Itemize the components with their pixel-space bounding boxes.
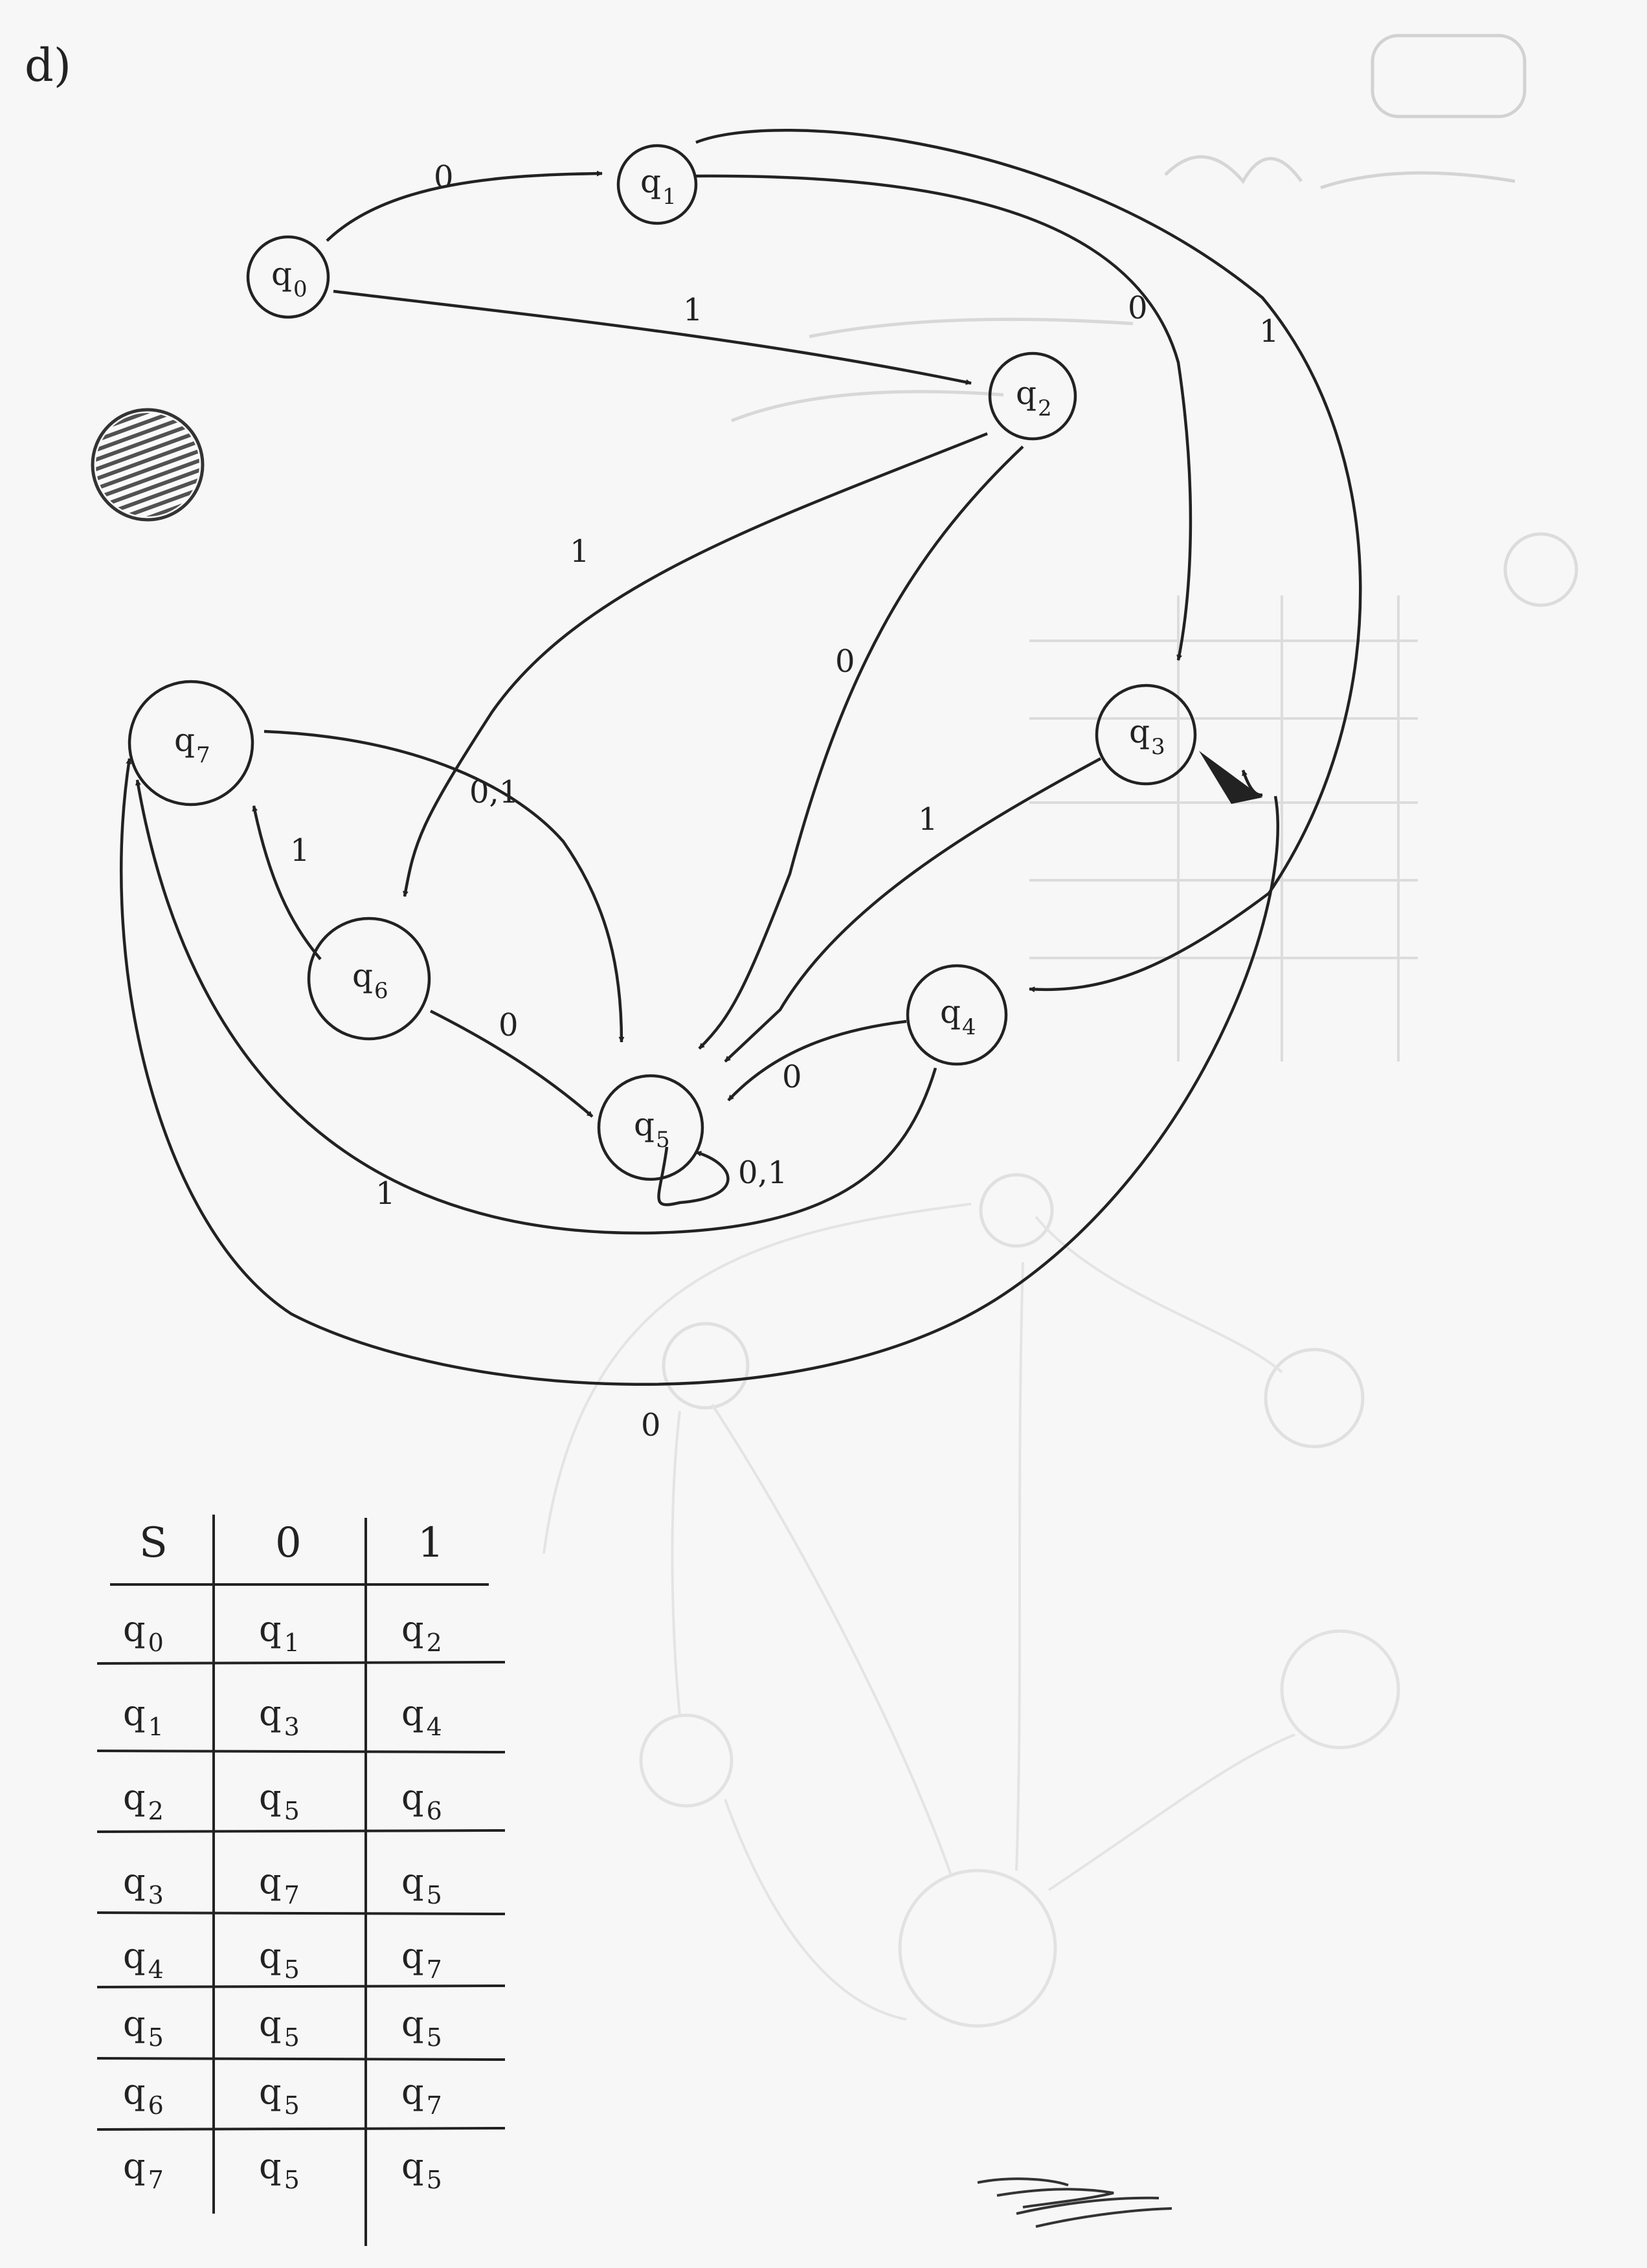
- state-q6: q6: [307, 917, 431, 1041]
- bleed-through-marks: [543, 34, 1578, 2028]
- state-label-q0: q0: [271, 255, 308, 302]
- edge-label-q2-q6: 1: [570, 533, 590, 570]
- state-label-q6: q6: [352, 957, 388, 1004]
- edge-q0-q1: [326, 170, 603, 242]
- state-circle-q2: [988, 351, 1077, 441]
- edge-q3-q7: [120, 758, 1279, 1386]
- state-circle-q5: [597, 1074, 704, 1181]
- edge-label-q4-q7: 1: [375, 1175, 396, 1212]
- table-row-rule: [96, 2057, 506, 2061]
- edge-q0-q2: [333, 289, 972, 385]
- part-label: d): [25, 39, 71, 92]
- state-circle-q1: [616, 144, 698, 225]
- edge-label-q2-q5: 0: [835, 643, 855, 680]
- edge-label-q7-q5: 0,1: [469, 774, 519, 810]
- edge-label-q4-q5: 0: [782, 1059, 802, 1095]
- state-q4: q4: [906, 964, 1008, 1066]
- state-label-q4: q4: [940, 993, 976, 1040]
- edge-label-q0-q2: 1: [683, 292, 703, 328]
- state-label-q7: q7: [174, 721, 210, 768]
- table-row-rule: [96, 2127, 506, 2131]
- table-row-rule: [96, 1984, 506, 1988]
- edge-label-q5-q5: 0,1: [738, 1155, 787, 1191]
- table-header-2: 1: [418, 1519, 444, 1567]
- edge-q3-q5: [724, 757, 1102, 1063]
- table-row-rule: [96, 1829, 506, 1833]
- state-label-q2: q2: [1016, 374, 1052, 421]
- table-header-1: 0: [275, 1519, 302, 1567]
- signature-scribble: [977, 2177, 1172, 2228]
- edge-q6-q5: [429, 1009, 594, 1118]
- edge-label-q6-q5: 0: [499, 1007, 519, 1043]
- state-q7: q7: [128, 680, 254, 806]
- edge-q4-q5: [727, 1019, 907, 1102]
- q3-heavy-arrowhead: [1199, 751, 1262, 804]
- edge-q1-q3: [695, 174, 1193, 661]
- edge-label-q3-q5: 1: [918, 801, 938, 838]
- transition-table: [96, 1515, 506, 2246]
- state-circle-q4: [906, 964, 1008, 1066]
- state-circle-q6: [307, 917, 431, 1041]
- state-q1: q1: [616, 144, 698, 225]
- transition-edges: [120, 129, 1362, 1386]
- state-q5: q5: [597, 1074, 704, 1181]
- edge-q4-q7: [135, 779, 937, 1235]
- edge-q5-loop: [657, 1146, 730, 1206]
- state-label-q5: q5: [634, 1106, 670, 1153]
- edge-label-q3-q7: 0: [641, 1407, 661, 1443]
- table-row-rule: [96, 1661, 506, 1665]
- table-header-0: S: [139, 1519, 168, 1567]
- hatched-ball-doodle: [91, 408, 205, 522]
- edge-labels: 0 1 0 1 0 1 0 1 0 1 0,1 0 1 0,1: [290, 159, 1279, 1443]
- edge-label-q0-q1: 0: [434, 159, 454, 195]
- state-circle-q0: [246, 235, 330, 319]
- edge-q7-q5: [263, 729, 625, 1043]
- state-circle-q3: [1095, 684, 1197, 786]
- edge-q6-q7: [252, 805, 322, 961]
- edge-q2-q5: [698, 445, 1024, 1050]
- edge-q2-q6: [402, 432, 988, 897]
- edge-label-q1-q4: 1: [1259, 313, 1279, 350]
- edge-label-q6-q7: 1: [290, 832, 310, 869]
- state-q3: q3: [1095, 684, 1197, 786]
- table-row-rule: [96, 1750, 506, 1753]
- edge-q1-q4: [695, 129, 1362, 993]
- state-q0: q0: [246, 235, 330, 319]
- state-circle-q7: [128, 680, 254, 806]
- edge-label-q1-q3: 0: [1128, 290, 1148, 326]
- state-nodes: q0 q1 q2 q3 q4 q5 q6 q7: [128, 144, 1197, 1181]
- table-row-rule: [96, 1911, 506, 1915]
- state-label-q1: q1: [640, 162, 677, 210]
